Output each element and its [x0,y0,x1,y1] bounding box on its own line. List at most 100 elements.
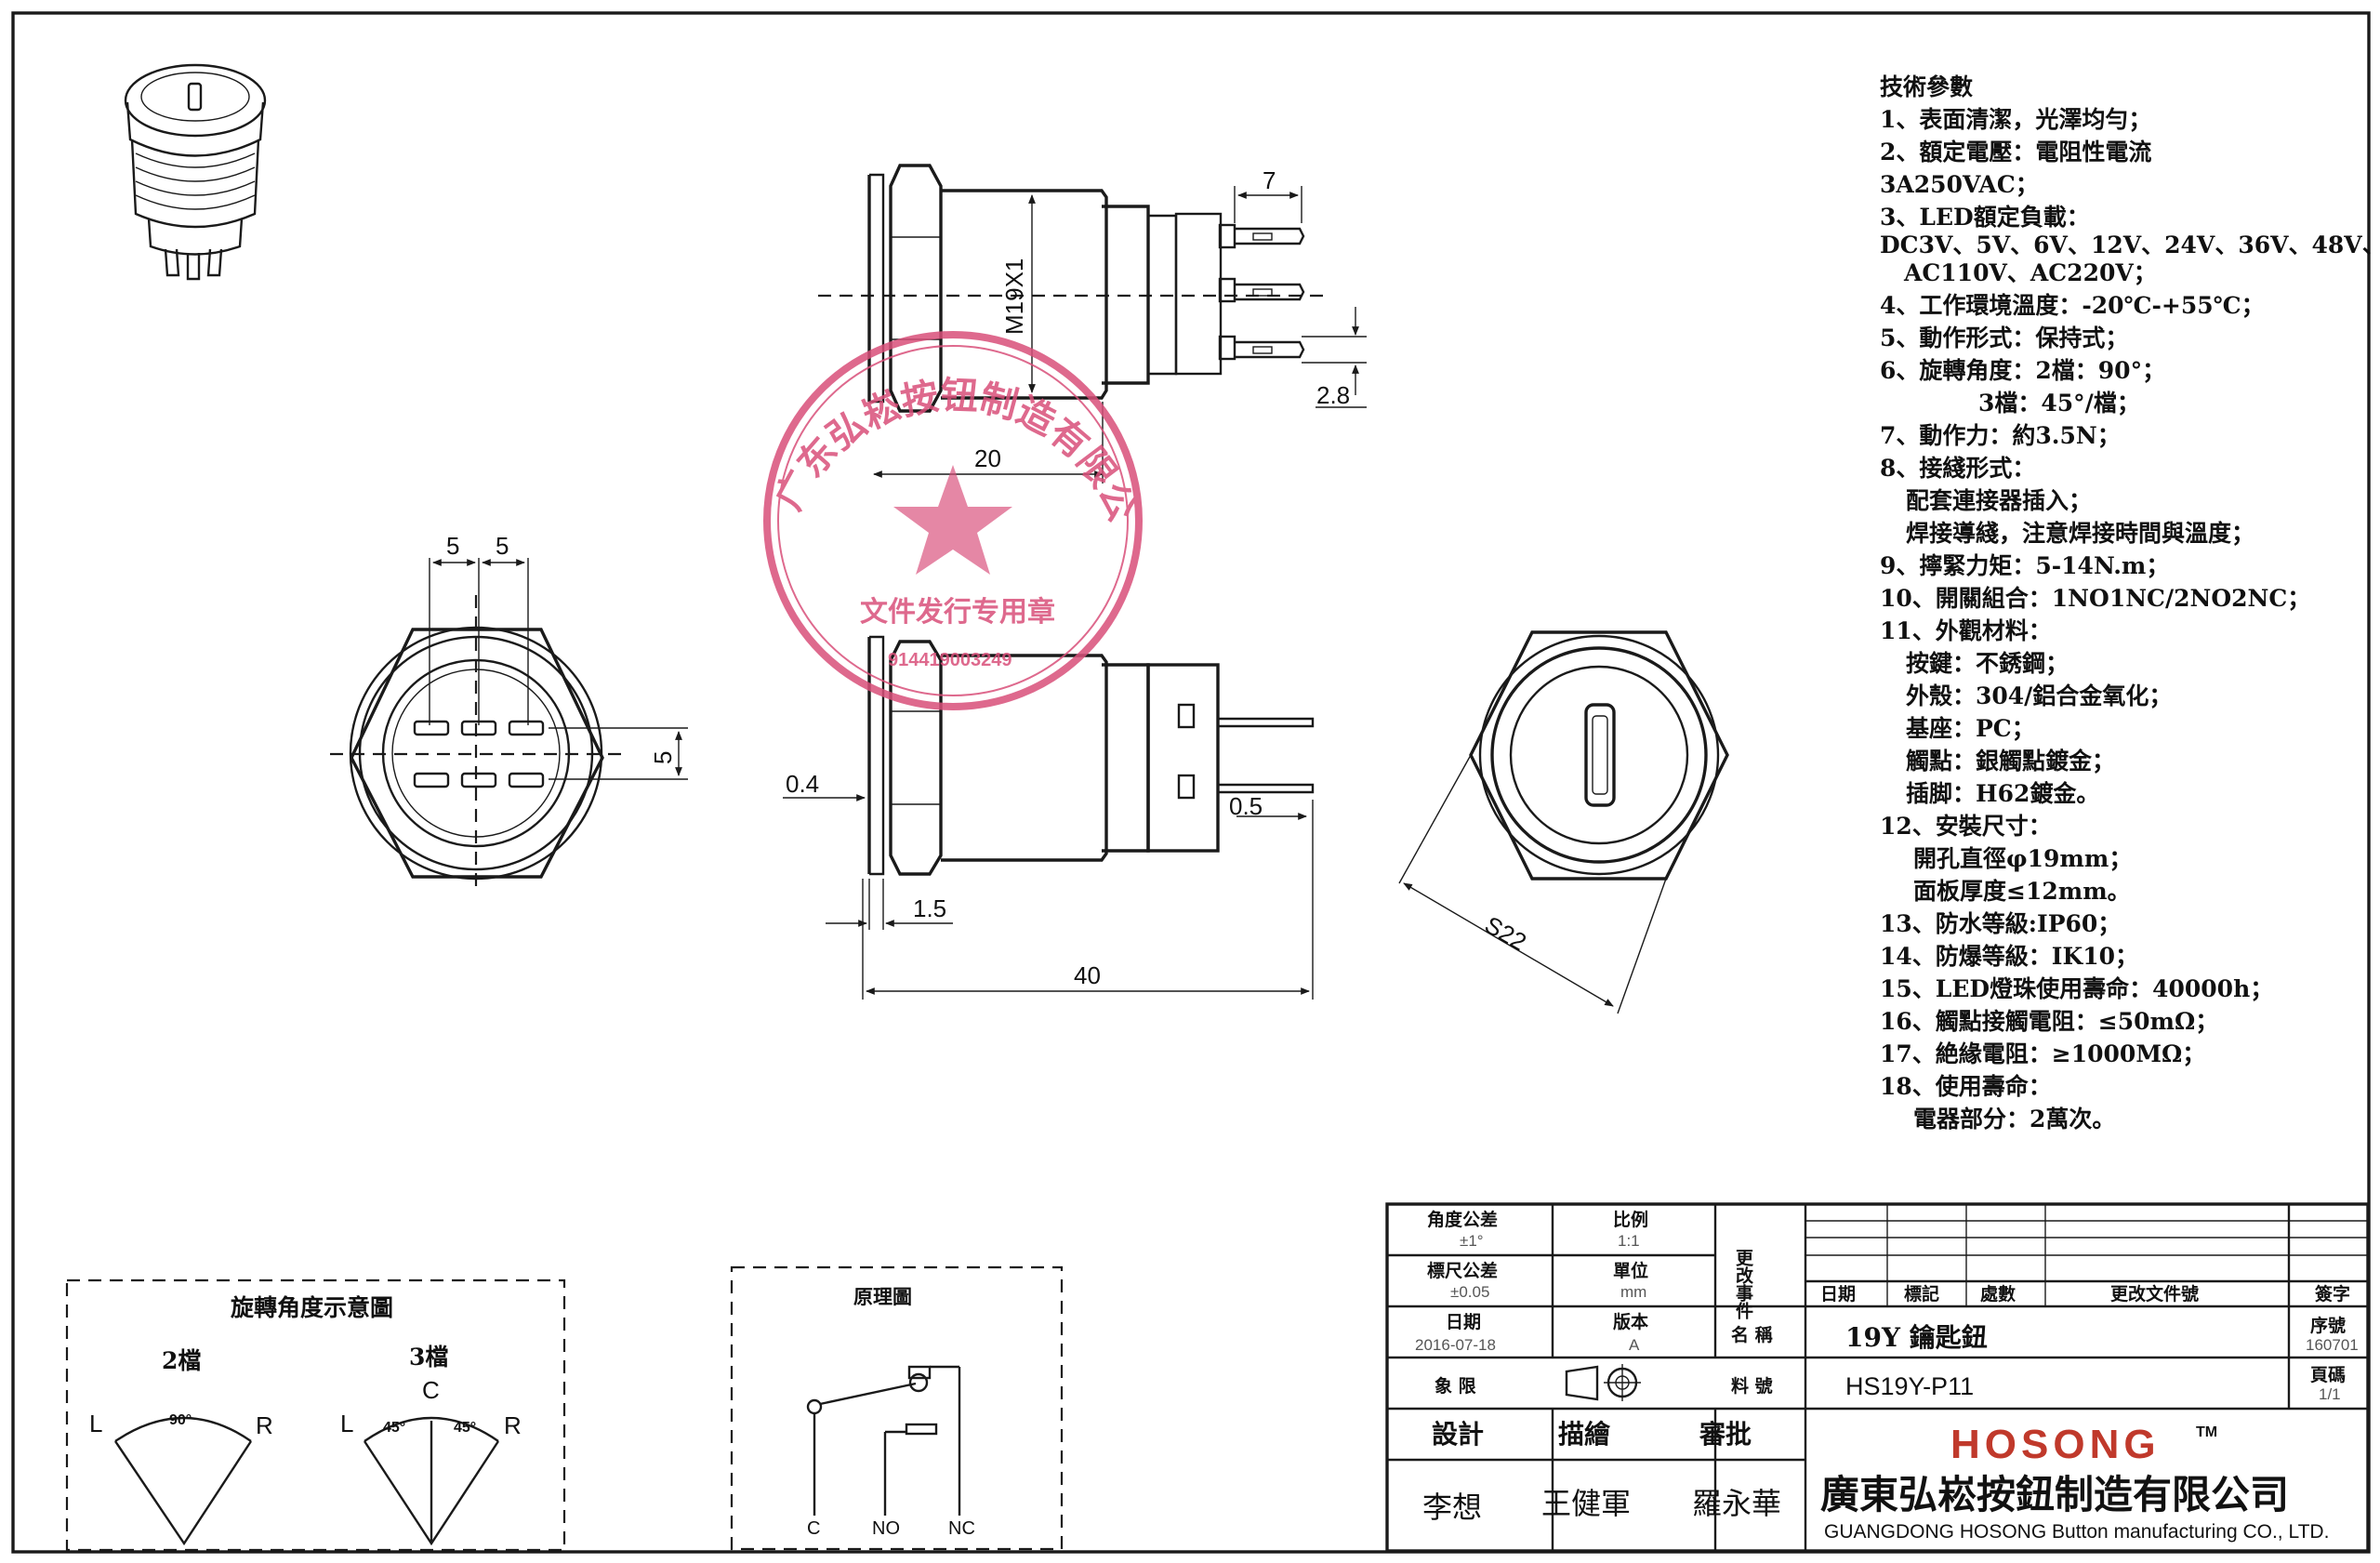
drawer-name: 王健軍 [1541,1487,1631,1520]
review-label: 審批 [1699,1419,1752,1450]
stamp-number: 914419003249 [888,650,1012,670]
stamp-ring-text: 广东弘崧按钮制造有限公司 [0,0,1144,528]
size-tol-value: ±0.05 [1450,1283,1489,1301]
rotation-title: 旋轉角度示意圖 [231,1294,393,1321]
spec-line: 10、開關組合：1NO1NC/2NO2NC； [1880,585,2310,612]
company-name-cn: 廣東弘崧按鈕制造有限公司 [1820,1472,2289,1517]
rear-view [330,595,623,893]
spec-line: 2、額定電壓：電阻性電流 [1880,139,2151,166]
dimension-5-5: 5 5 [429,532,529,725]
col-date: 日期 [1820,1284,1856,1305]
angle-tol-label: 角度公差 [1427,1209,1498,1230]
spec-line: 焊接導綫，注意焊接時間與溫度； [1906,520,2254,547]
dimension-m19: M19X1 [1000,194,1036,393]
date-label: 日期 [1446,1312,1481,1332]
rotation-diagram: 旋轉角度示意圖 2檔 3檔 L R 90° L R C 45° 45° [65,1278,566,1552]
designer-name: 李想 [1422,1490,1482,1524]
spec-line: 5、動作形式：保持式； [1880,325,2128,351]
key-slot-icon [1584,703,1616,807]
projection-icon [1565,1364,1641,1401]
spec-line: 3、LED額定負載： [1880,204,2090,231]
part-label: 料 號 [1731,1375,1773,1397]
schematic-diagram: 原理圖 C NO NC [730,1265,1064,1551]
spec-line: 18、使用壽命： [1880,1073,2052,1100]
version-label: 版本 [1613,1311,1648,1332]
spec-line: AC110V、AC220V； [1903,259,2157,286]
spec-list: 技術參數 1、表面清潔，光澤均勻； 2、額定電壓：電阻性電流 3A250VAC；… [1880,73,2380,1133]
schematic-no: NO [872,1518,900,1539]
design-label: 設計 [1432,1419,1484,1450]
ratio-label: 比例 [1613,1209,1648,1230]
two-pos-label: 2檔 [162,1347,201,1374]
title-block: 角度公差 ±1° 比例 1:1 標尺公差 ±0.05 單位 mm 日期 2016… [1385,1202,2370,1553]
spec-line: 16、觸點接觸電阻：≤50mΩ； [1880,1008,2218,1035]
three-pos-l: L [340,1410,353,1437]
side-view-top [818,164,1325,413]
angle-tol-value: ±1° [1460,1232,1484,1250]
spec-line: 15、LED燈珠使用壽命：40000h； [1880,975,2273,1002]
spec-line: 9、擰緊力矩：5-14N.m； [1880,552,2169,579]
schematic-nc: NC [948,1518,975,1539]
spec-line: 電器部分：2萬次。 [1913,1106,2115,1133]
dimension-0-5: 0.5 [1229,792,1307,820]
dim-7-label: 7 [1263,166,1276,194]
dim-0-4-label: 0.4 [786,770,819,798]
reviewer-name: 羅永華 [1692,1487,1781,1520]
side-view-bottom [867,635,1315,876]
change-label: 更改事件 [1733,1249,1753,1320]
front-view [1469,630,1729,881]
star-icon [893,465,1012,575]
dim-s22-label: S22 [1480,910,1531,956]
spec-line: 3A250VAC； [1880,171,2039,198]
spec-line: 插脚：H62鍍金。 [1906,780,2099,807]
part-number: HS19Y-P11 [1845,1372,1974,1400]
brand-tm: TM [2196,1424,2217,1440]
drawn-label: 描繪 [1558,1419,1611,1450]
dim-0-5-label: 0.5 [1229,792,1263,820]
name-label: 名 稱 [1731,1324,1773,1345]
spec-line: 13、防水等級:IP60； [1880,910,2121,937]
dim-1-5-label: 1.5 [913,894,946,922]
dimension-2-8: 2.8 [1302,307,1367,409]
spec-line: 基座：PC； [1906,715,2035,742]
projection-label: 象 限 [1435,1375,1476,1397]
three-pos-r: R [504,1411,522,1439]
two-pos-angle: 90° [169,1412,192,1428]
stamp-center-text: 文件发行专用章 [860,596,1055,629]
spec-line: 開孔直徑φ19mm； [1913,845,2132,872]
spec-line: 17、絶緣電阻：≥1000MΩ； [1880,1040,2205,1067]
spec-line: DC3V、5V、6V、12V、24V、36V、48V、 [1880,232,2380,258]
size-tol-label: 標尺公差 [1427,1260,1498,1281]
spec-line: 面板厚度≤12mm。 [1913,878,2131,905]
company-stamp: 广东弘崧按钮制造有限公司 文件发行专用章 914419003249 [0,0,1144,710]
dim-5a-label: 5 [446,532,459,560]
three-pos-c: C [422,1376,440,1404]
serial-label: 序號 [2310,1315,2346,1336]
dimension-7: 7 [1234,166,1302,223]
dimension-5-vertical: 5 [549,727,688,780]
dimension-20: 20 [873,402,1104,483]
spec-line: 8、接綫形式： [1880,455,2035,482]
schematic-title: 原理圖 [853,1285,912,1308]
spec-line: 按鍵：不銹鋼； [1906,650,2069,677]
spec-line: 14、防爆等級：IK10； [1880,943,2138,970]
dim-2-8-label: 2.8 [1316,381,1350,409]
sheet-border [11,11,2371,1554]
spec-line: 12、安裝尺寸： [1880,813,2052,840]
spec-line: 11、外觀材料： [1880,617,2052,644]
product-3d-sketch [124,63,267,281]
three-pos-label: 3檔 [409,1344,448,1371]
page-label: 頁碼 [2310,1365,2346,1385]
dim-40-label: 40 [1074,961,1101,989]
col-mark: 標記 [1904,1283,1939,1305]
spec-line: 6、旋轉角度：2檔：90°； [1880,357,2165,384]
dimension-0-4: 0.4 [783,770,866,801]
unit-label: 單位 [1613,1260,1648,1281]
company-name-en: GUANGDONG HOSONG Button manufacturing CO… [1824,1521,2329,1543]
dim-5b-label: 5 [496,532,509,560]
spec-line: 4、工作環境溫度：-20℃-+55℃； [1880,292,2265,319]
col-doc: 更改文件號 [2110,1283,2199,1305]
spec-line: 外殼：304/鋁合金氧化； [1906,682,2172,709]
spec-line: 配套連接器插入； [1906,487,2092,514]
